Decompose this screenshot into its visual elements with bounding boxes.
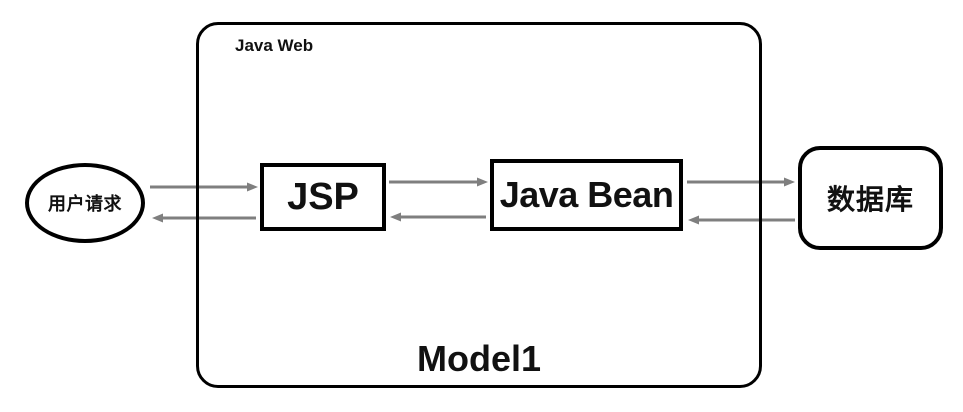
- jsp-label: JSP: [287, 175, 359, 218]
- user-request-label: 用户请求: [48, 194, 122, 214]
- database-node: 数据库: [798, 146, 943, 250]
- java-bean-label: Java Bean: [499, 174, 674, 215]
- jsp-node: JSP: [260, 163, 386, 231]
- user-request-node: 用户请求: [25, 163, 145, 243]
- model1-caption: Model1: [416, 338, 541, 379]
- java-web-label: Java Web: [235, 36, 314, 55]
- database-label: 数据库: [826, 184, 914, 215]
- java-web-container: Java Web JSP Java Bean Model1: [196, 22, 762, 388]
- java-bean-node: Java Bean: [490, 159, 683, 231]
